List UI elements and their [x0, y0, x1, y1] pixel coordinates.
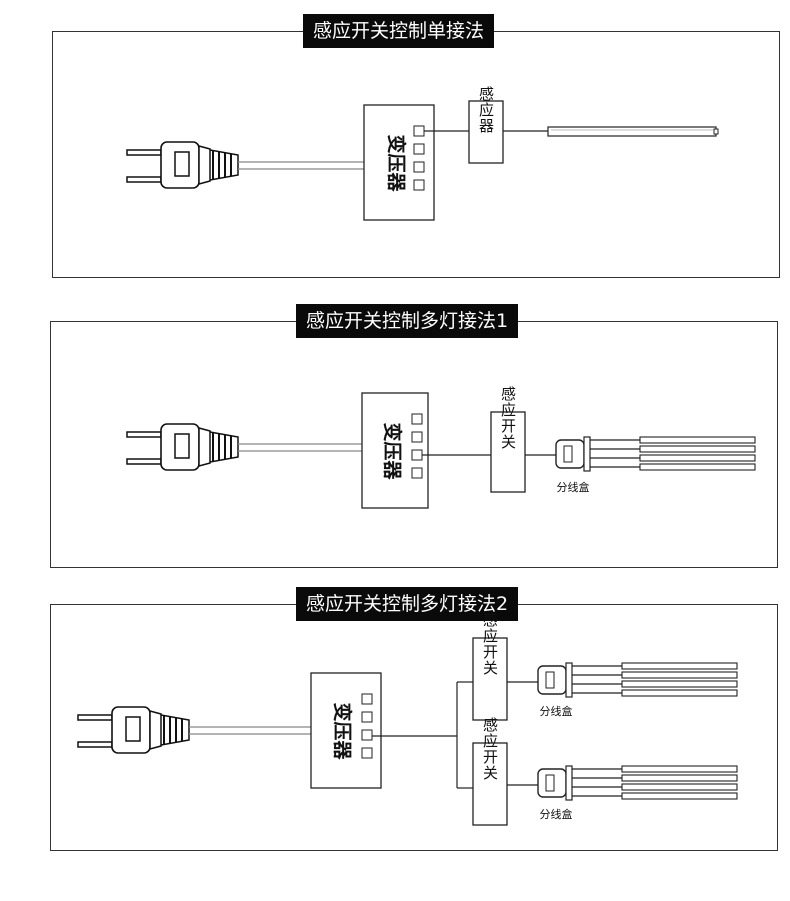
- light-bar: [621, 792, 738, 800]
- light-bar: [639, 463, 756, 471]
- sensor-switch-box: 感应开关: [490, 386, 526, 493]
- sensor-switch-label-top: 感应开关: [481, 612, 499, 676]
- sensor-switch-label: 感应开关: [499, 386, 517, 450]
- splitter-box: 分线盒: [555, 436, 591, 494]
- panel-title-2: 感应开关控制多灯接法1: [296, 304, 519, 338]
- light-bar: [621, 783, 738, 791]
- splitter-box-bottom: 分线盒: [537, 765, 573, 821]
- splitter-label-bottom: 分线盒: [540, 807, 573, 821]
- light-bar: [621, 689, 738, 697]
- light-bars: [590, 436, 756, 471]
- light-bar: [639, 454, 756, 462]
- sensor-switch-box-top: 感应开关: [472, 612, 508, 721]
- transformer-label: 变压器: [331, 702, 354, 760]
- transformer-label: 变压器: [385, 134, 408, 192]
- plug-icon: [77, 706, 190, 754]
- panel-title-3: 感应开关控制多灯接法2: [296, 587, 519, 621]
- transformer-box: 变压器: [310, 672, 382, 789]
- sensor-switch-box-bottom: 感应开关: [472, 717, 508, 826]
- light-bar: [621, 680, 738, 688]
- light-bars-top: [572, 662, 738, 697]
- light-bar: [639, 445, 756, 453]
- sensor-label: 感应器: [477, 86, 495, 134]
- splitter-label-top: 分线盒: [540, 704, 573, 718]
- light-bar: [621, 774, 738, 782]
- transformer-label: 变压器: [381, 422, 404, 480]
- light-bar: [621, 662, 738, 670]
- transformer-box: 变压器: [363, 104, 435, 221]
- transformer-box: 变压器: [361, 392, 429, 509]
- sensor-switch-label-bottom: 感应开关: [481, 717, 499, 781]
- light-bars-bottom: [572, 765, 738, 800]
- plug-icon: [126, 423, 239, 471]
- branch-wire: [372, 681, 473, 789]
- splitter-label: 分线盒: [557, 480, 590, 494]
- light-bar: [621, 671, 738, 679]
- panel-title-1: 感应开关控制单接法: [303, 14, 495, 48]
- sensor-box: 感应器: [468, 86, 504, 164]
- light-bar: [621, 765, 738, 773]
- light-bar: [639, 436, 756, 444]
- splitter-box-top: 分线盒: [537, 662, 573, 718]
- plug-icon: [126, 141, 239, 189]
